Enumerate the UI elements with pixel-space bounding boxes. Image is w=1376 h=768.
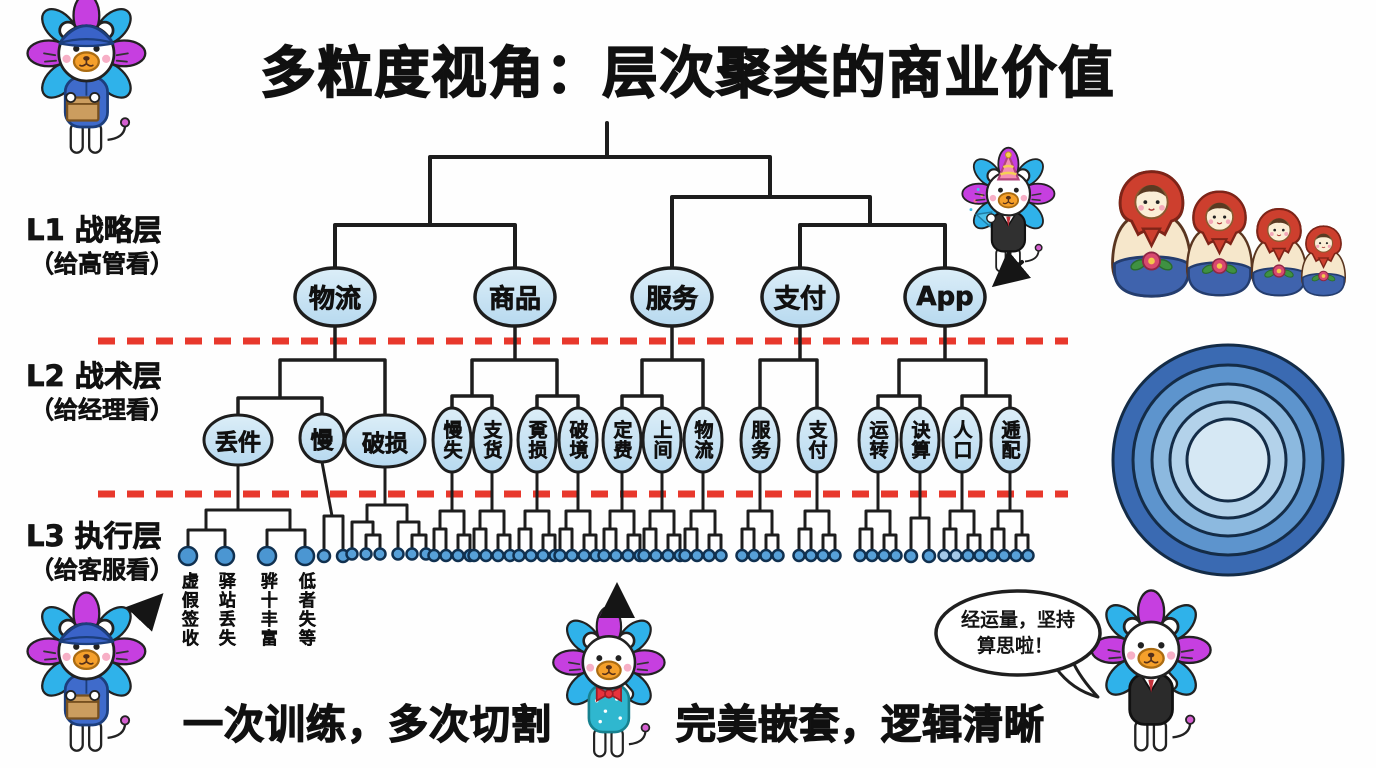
lion-suit-bottom-right xyxy=(1090,589,1212,752)
l3-leaf-label: 驿站丢失 xyxy=(214,572,235,648)
l2-node-label: 支付 xyxy=(805,420,828,461)
l2-node-label: 破损 xyxy=(362,431,409,458)
concentric-circles xyxy=(1111,343,1345,577)
l2-node-label: 诀算 xyxy=(908,420,931,461)
arrows xyxy=(125,250,1032,632)
l2-node-label: 覔损 xyxy=(525,420,548,461)
level-l3-audience: （给客服看） xyxy=(30,556,175,585)
l2-node-label: 支货 xyxy=(480,420,503,461)
l2-node-label: 慢失 xyxy=(440,420,463,461)
lion-party xyxy=(961,146,1056,273)
l2-node-label: 服务 xyxy=(748,420,771,461)
dendrogram-upper xyxy=(333,121,947,270)
speech-bubble-line1: 经运量，坚持 xyxy=(960,609,1076,632)
l2-node-label: 破境 xyxy=(566,420,589,461)
l1-node-label: 商品 xyxy=(488,284,542,315)
l1-node-label: 服务 xyxy=(645,284,699,315)
dendrogram-l1-l2 xyxy=(236,324,1012,417)
l1-node-label: App xyxy=(916,282,974,313)
l2-node-label: 上间 xyxy=(650,420,673,461)
l2-node-label: 定费 xyxy=(610,420,633,461)
dendrogram-l2-l3 xyxy=(186,460,1030,552)
l2-node-label: 物流 xyxy=(691,420,714,461)
l2-node-label: 丢件 xyxy=(215,430,262,457)
l3-leaf-label: 虚假签收 xyxy=(177,572,198,648)
l3-leaf-label: 骅十丰富 xyxy=(256,572,277,648)
level-l2-label: L2 战术层 xyxy=(26,359,163,394)
lion-courier-bottom-left xyxy=(26,591,147,753)
caption-bottom-right: 完美嵌套，逻辑清晰 xyxy=(675,701,1045,748)
arrow-up-right-icon xyxy=(125,593,164,632)
l1-node-label: 物流 xyxy=(308,284,362,315)
level-l3-label: L3 执行层 xyxy=(26,519,163,554)
speech-bubble-line2: 算思啦！ xyxy=(976,635,1054,658)
level-l1-audience: （给高管看） xyxy=(30,250,175,279)
l3-leaf-dots xyxy=(177,545,1035,567)
l2-node-label: 逓配 xyxy=(998,420,1021,461)
level-l2-audience: （给经理看） xyxy=(30,396,175,425)
l2-node-label: 人口 xyxy=(950,420,973,461)
l2-bubbles xyxy=(202,406,1031,474)
lion-courier-top-left xyxy=(26,0,147,155)
page-title: 多粒度视角：层次聚类的商业价值 xyxy=(260,40,1116,106)
lion-bow-bottom-middle xyxy=(552,605,666,758)
l3-leaf-label: 低者失等 xyxy=(294,572,315,648)
speech-bubble xyxy=(934,589,1102,699)
matryoshka-dolls xyxy=(1111,170,1347,298)
l1-node-label: 支付 xyxy=(773,284,827,315)
l1-bubbles xyxy=(293,266,987,328)
l2-node-label: 慢 xyxy=(310,428,334,455)
arrow-to-app-icon xyxy=(991,250,1032,288)
l2-node-label: 运转 xyxy=(866,420,889,461)
caption-bottom-left: 一次训练，多次切割 xyxy=(182,701,552,748)
level-l1-label: L1 战略层 xyxy=(26,213,163,248)
